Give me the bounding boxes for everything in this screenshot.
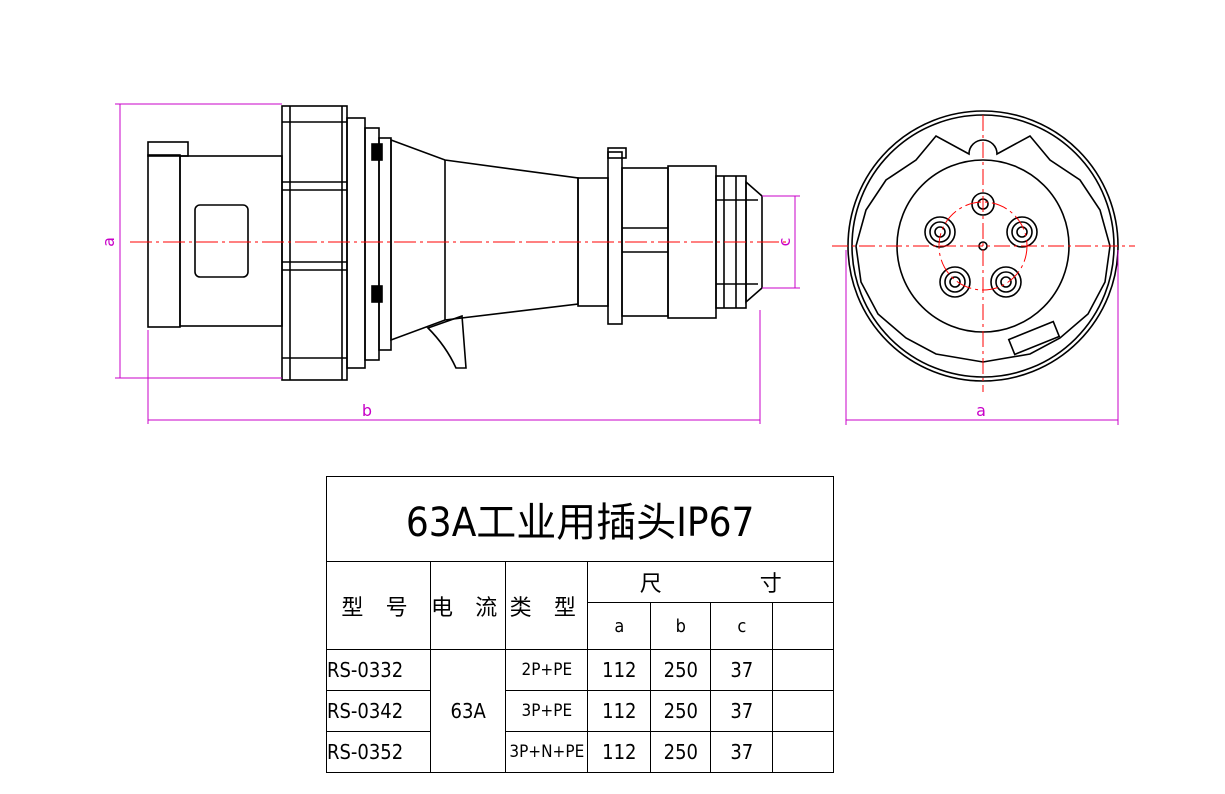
subheader-extra — [772, 602, 835, 650]
header-size: 尺寸 — [587, 561, 835, 603]
rear-cap — [147, 154, 181, 328]
subheader-c: c — [710, 602, 774, 650]
table-row: RS-0342 3P+PE 112 250 37 — [326, 690, 835, 732]
cell-c: 37 — [710, 731, 774, 773]
cell-extra — [772, 731, 835, 773]
cell-a: 112 — [587, 690, 652, 732]
header-current: 电 流 — [429, 561, 507, 650]
cell-current: 63A — [429, 649, 507, 773]
cell-c: 37 — [710, 649, 774, 691]
header-size-right: 寸 — [759, 572, 782, 597]
gland-clamp — [607, 151, 623, 325]
pin-bottom-left — [939, 266, 971, 298]
cell-b: 250 — [650, 649, 712, 691]
header-model: 型 号 — [326, 561, 431, 650]
tapered-sleeve — [390, 138, 579, 342]
cell-b: 250 — [650, 690, 712, 732]
cell-b: 250 — [650, 731, 712, 773]
dim-label-a-front: a — [976, 401, 986, 420]
table-title: 63A工业用插头IP67 — [325, 476, 835, 562]
table-row: RS-0352 3P+N+PE 112 250 37 — [326, 731, 835, 773]
dim-label-c: c — [775, 238, 794, 247]
ring — [346, 117, 366, 369]
header-type: 类 型 — [505, 561, 589, 650]
collar — [281, 105, 348, 381]
subheader-b: b — [650, 602, 712, 650]
cell-type: 3P+PE — [505, 690, 589, 732]
table-row: RS-0332 63A 2P+PE 112 250 37 — [326, 649, 835, 773]
latch-hook — [426, 314, 467, 369]
rear-cap-top-tab — [147, 141, 189, 157]
subheader-a: a — [587, 602, 652, 650]
cell-model: RS-0352 — [326, 731, 431, 773]
cell-model: RS-0342 — [326, 690, 431, 732]
cell-extra — [772, 690, 835, 732]
pin-right — [1006, 216, 1038, 248]
spec-table: 63A工业用插头IP67 型 号 电 流 类 型 尺寸 a b c RS-033… — [325, 476, 835, 773]
dim-label-b: b — [362, 401, 372, 420]
pin-left — [924, 216, 956, 248]
side-dimensions — [115, 103, 800, 424]
cell-model: RS-0332 — [326, 649, 431, 691]
pins — [924, 192, 1038, 298]
pin-bottom-right — [990, 266, 1022, 298]
cell-type: 2P+PE — [505, 649, 589, 691]
front-dimensions — [845, 250, 1119, 425]
pin-top — [971, 192, 995, 216]
label-window — [194, 204, 249, 278]
technical-drawing: a b c a — [99, 103, 1135, 425]
cell-type: 3P+N+PE — [505, 731, 589, 773]
front-centerlines — [832, 115, 1135, 392]
cell-extra — [772, 649, 835, 691]
side-view-plug — [147, 105, 763, 381]
cell-a: 112 — [587, 731, 652, 773]
dim-label-a-side: a — [99, 237, 118, 247]
cell-a: 112 — [587, 649, 652, 691]
cell-c: 37 — [710, 690, 774, 732]
header-size-left: 尺 — [639, 572, 662, 597]
